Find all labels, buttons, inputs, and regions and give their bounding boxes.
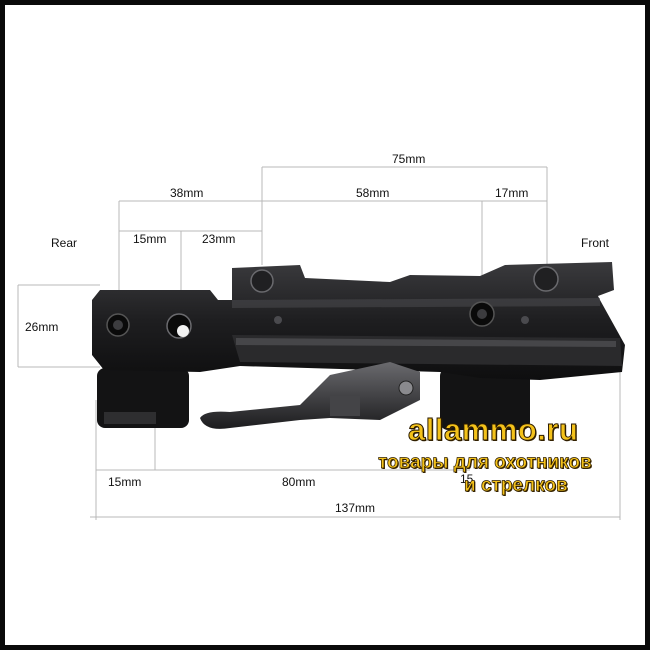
quick-release-lever [200, 362, 420, 429]
dimension-58mm: 58mm [356, 186, 390, 200]
label-rear: Rear [51, 236, 78, 250]
dimension-26mm: 26mm [25, 320, 59, 334]
dimension-38mm: 38mm [170, 186, 204, 200]
label-front: Front [581, 236, 610, 250]
screws [106, 266, 559, 339]
dimension-23mm: 23mm [202, 232, 236, 246]
watermark-site: allammo.ru [407, 412, 579, 448]
dimension-17mm: 17mm [495, 186, 529, 200]
dimension-15-partial: 15 [460, 472, 474, 486]
watermark-line1: товары для охотников [378, 452, 592, 474]
dimension-137mm: 137mm [335, 501, 376, 515]
watermark-line2: и стрелков [464, 475, 568, 497]
dimension-15mm-top: 15mm [133, 232, 167, 246]
dimension-75mm: 75mm [392, 152, 426, 166]
mount-clamps [97, 368, 530, 430]
dimension-80mm: 80mm [282, 475, 316, 489]
dimension-15mm-bottom: 15mm [108, 475, 142, 489]
